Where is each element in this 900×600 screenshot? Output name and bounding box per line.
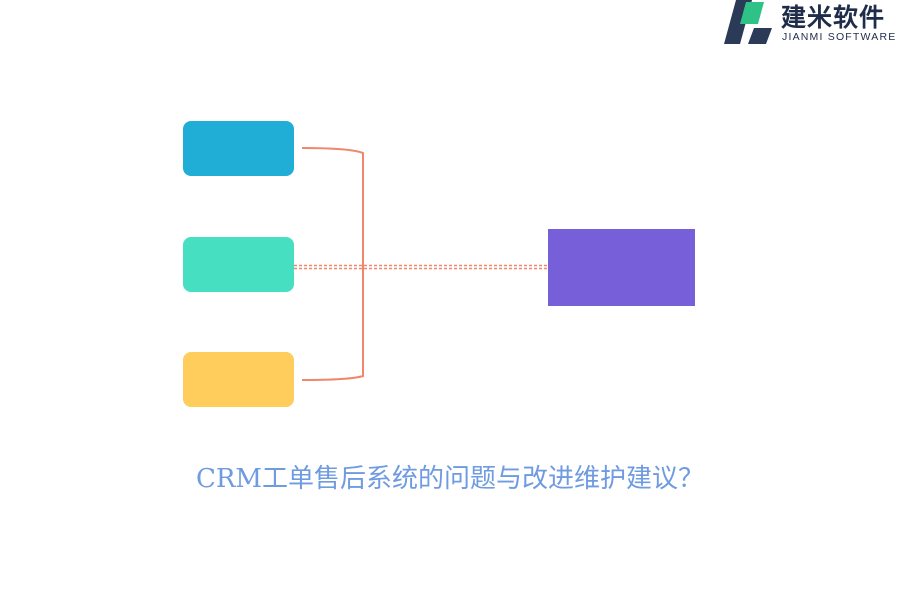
target-box bbox=[548, 229, 695, 306]
source-box-3 bbox=[183, 352, 294, 407]
jianmi-logo-icon bbox=[724, 0, 772, 44]
bracket-connector bbox=[301, 147, 364, 381]
source-box-1 bbox=[183, 121, 294, 176]
diagram-title: CRM工单售后系统的问题与改进维护建议？ bbox=[195, 464, 705, 494]
logo-name-en: JIANMI SOFTWARE bbox=[782, 31, 897, 43]
brand-logo: 建米软件 JIANMI SOFTWARE bbox=[724, 0, 900, 46]
source-box-2 bbox=[183, 237, 294, 292]
logo-name-cn: 建米软件 bbox=[781, 3, 886, 32]
